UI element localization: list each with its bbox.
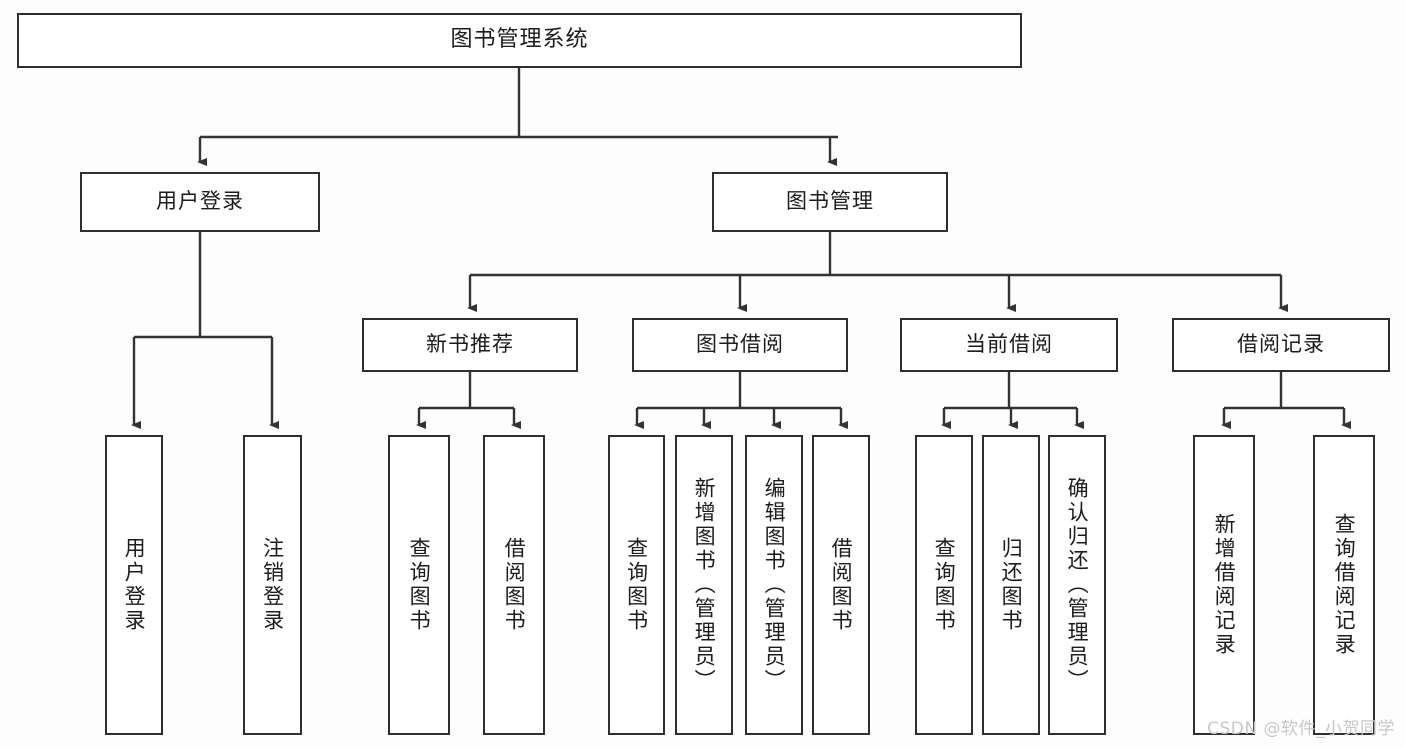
leaf-current-borrow-return-book[interactable]: 归还图书	[982, 435, 1040, 735]
leaf-new-book-borrow-book[interactable]: 借阅图书	[483, 435, 545, 735]
node-book-borrow[interactable]: 图书借阅	[632, 318, 848, 372]
leaf-label: 查询借阅记录	[1332, 513, 1357, 657]
leaf-book-borrow-add-book-admin[interactable]: 新增图书（管理员）	[675, 435, 733, 735]
leaf-user-login-login[interactable]: 用户登录	[105, 435, 163, 735]
leaf-borrow-record-add-record[interactable]: 新增借阅记录	[1193, 435, 1255, 735]
leaf-user-login-logout[interactable]: 注销登录	[243, 435, 302, 735]
leaf-label: 归还图书	[999, 537, 1024, 633]
leaf-label: 新增借阅记录	[1212, 513, 1237, 657]
leaf-label: 借阅图书	[829, 537, 854, 633]
leaf-label: 确认归还（管理员）	[1065, 477, 1090, 693]
leaf-label: 查询图书	[932, 537, 957, 633]
node-root-system[interactable]: 图书管理系统	[17, 13, 1022, 68]
leaf-label: 新增图书（管理员）	[692, 477, 717, 693]
leaf-label: 注销登录	[260, 537, 285, 633]
node-book-management[interactable]: 图书管理	[712, 172, 948, 232]
leaf-label: 编辑图书（管理员）	[762, 477, 787, 693]
node-user-login[interactable]: 用户登录	[80, 172, 320, 232]
csdn-watermark: CSDN @软件_小贺同学	[1207, 719, 1395, 739]
leaf-label: 查询图书	[407, 537, 432, 633]
leaf-label: 用户登录	[122, 537, 147, 633]
node-borrow-record[interactable]: 借阅记录	[1172, 318, 1390, 372]
leaf-label: 借阅图书	[502, 537, 527, 633]
leaf-current-borrow-confirm-return-admin[interactable]: 确认归还（管理员）	[1048, 435, 1106, 735]
leaf-book-borrow-query-book[interactable]: 查询图书	[608, 435, 665, 735]
leaf-book-borrow-edit-book-admin[interactable]: 编辑图书（管理员）	[745, 435, 803, 735]
node-current-borrow[interactable]: 当前借阅	[900, 318, 1118, 372]
leaf-new-book-query-book[interactable]: 查询图书	[388, 435, 450, 735]
leaf-current-borrow-query-book[interactable]: 查询图书	[915, 435, 973, 735]
leaf-borrow-record-query-record[interactable]: 查询借阅记录	[1313, 435, 1375, 735]
node-new-book-recommend[interactable]: 新书推荐	[362, 318, 578, 372]
leaf-book-borrow-borrow-book[interactable]: 借阅图书	[812, 435, 870, 735]
leaf-label: 查询图书	[624, 537, 649, 633]
